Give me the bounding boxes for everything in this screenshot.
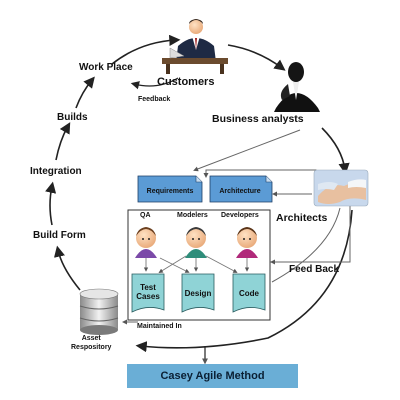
team-links [143, 255, 250, 273]
arc-customers-to-analysts [227, 44, 286, 71]
business-analysts-label: Business analysts [212, 113, 304, 125]
developers-label: Developers [221, 212, 259, 219]
developer-person-icon [236, 227, 258, 258]
analysts-to-requirements [193, 129, 301, 172]
code-doc [232, 273, 266, 313]
arc-buildform-to-integration [45, 181, 57, 226]
requirements-doc [137, 175, 203, 203]
architects-icon [313, 169, 369, 207]
feedback-arrow [130, 77, 179, 90]
architects-label: Architects [276, 212, 328, 224]
modeler-person-icon [185, 227, 207, 258]
integration-label: Integration [30, 166, 82, 177]
design-doc [181, 273, 215, 313]
customer-icon [162, 19, 228, 74]
builds-label: Builds [57, 112, 88, 123]
business-analyst-icon [274, 62, 320, 112]
test-cases-doc [131, 273, 165, 313]
asset-repository-label: Asset Respository [71, 335, 112, 351]
customers-label: Customers [157, 76, 215, 88]
build-form-label: Build Form [33, 230, 86, 241]
architecture-label: Architecture [219, 188, 260, 195]
architects-to-team [271, 207, 341, 283]
arc-workplace-to-customers [111, 34, 181, 65]
requirements-label: Requirements [147, 188, 194, 195]
footer-title: Casey Agile Method [160, 370, 265, 382]
architecture-doc [209, 175, 273, 203]
work-place-label: Work Place [79, 62, 133, 73]
arc-repository-to-buildform [53, 245, 81, 291]
feed-back-label: Feed Back [289, 264, 340, 275]
maintained-in-label: Maintained In [137, 323, 182, 330]
footer-banner: Casey Agile Method [127, 364, 298, 388]
feedback-top-label: Feedback [138, 96, 171, 103]
code-label: Code [239, 289, 260, 298]
database-icon [79, 288, 119, 335]
qa-label: QA [140, 212, 151, 219]
cycle-arrows [45, 34, 353, 353]
qa-person-icon [135, 227, 157, 258]
arc-architects-to-repository [135, 209, 353, 353]
arc-integration-to-builds [55, 122, 71, 161]
modelers-label: Modelers [177, 212, 208, 219]
arc-analysts-to-architects [321, 127, 350, 175]
arc-builds-to-workplace [75, 76, 95, 109]
design-label: Design [185, 289, 212, 298]
feedback-line [270, 205, 351, 265]
